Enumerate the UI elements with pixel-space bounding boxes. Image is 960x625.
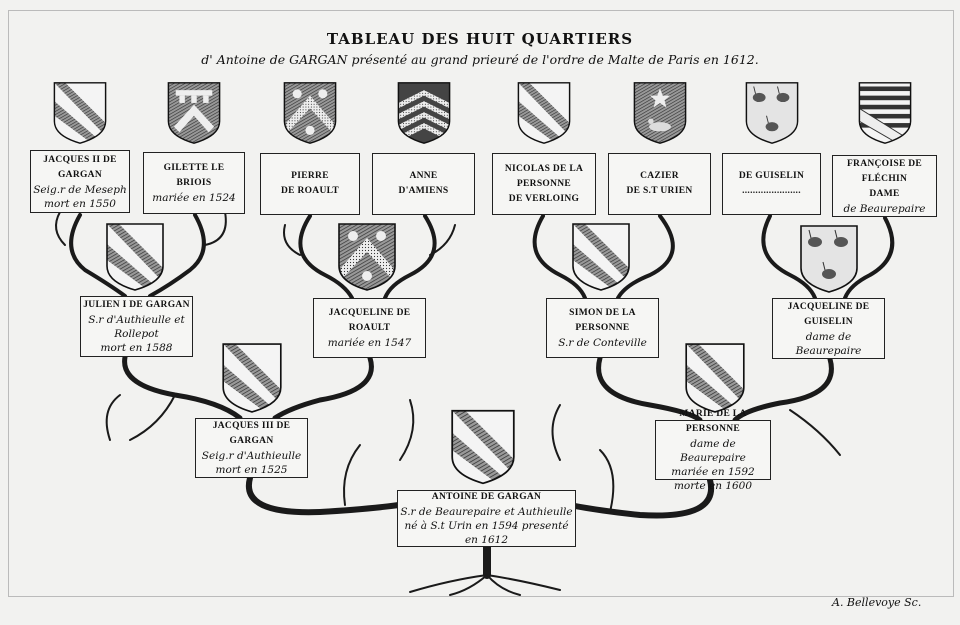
person-detail: mort en 1588 — [100, 342, 173, 354]
person-detail: mariée en 1547 — [327, 337, 412, 349]
tree-branch — [789, 409, 841, 456]
tree-branch — [283, 224, 301, 256]
plate-subtitle: d' Antoine de GARGAN présenté au grand p… — [201, 52, 759, 67]
person-detail: morte en 1600 — [673, 480, 753, 492]
person-detail: Seig.r de Meseph — [33, 183, 127, 196]
tree-branch — [272, 355, 374, 421]
plate-border — [8, 10, 954, 597]
tree-branch — [843, 216, 895, 300]
person-name: JACQUELINE DE ROAULT — [328, 308, 411, 333]
person-name: PIERRE — [291, 171, 329, 181]
person-detail: dame de Beaurepaire — [795, 330, 862, 357]
person-box: DE GUISELIN...................... — [722, 153, 821, 215]
person-box: JULIEN I DE GARGAN S.r d'Authieulle et Ro… — [80, 296, 193, 357]
person-name: JACQUES II DE GARGAN — [43, 154, 117, 180]
tree-branch — [383, 214, 437, 300]
person-detail: mort en 1525 — [215, 464, 288, 476]
coat-of-arms-icon — [570, 222, 632, 292]
coat-of-arms-icon — [798, 224, 860, 294]
person-detail: mariée en 1592 — [671, 466, 755, 478]
coat-of-arms-icon — [684, 342, 746, 414]
tree-branch — [616, 214, 675, 300]
tree-branch — [732, 356, 834, 423]
person-detail: né à S.t Urin en 1594 presenté en 1612 — [404, 520, 569, 546]
tree-branch — [596, 355, 703, 423]
person-detail: mort en 1550 — [44, 197, 116, 210]
coat-of-arms-icon — [221, 342, 283, 414]
tree-branch — [69, 213, 127, 298]
person-detail: ...................... — [742, 186, 801, 196]
person-name: JULIEN I DE GARGAN — [83, 300, 190, 310]
person-name: SIMON DE LA PERSONNE — [569, 308, 636, 333]
tree-branch — [551, 404, 561, 461]
person-detail: de Beaurepaire — [843, 202, 926, 215]
person-name: FRANÇOISE DE FLÉCHIN — [846, 158, 923, 184]
coat-of-arms-icon — [393, 81, 455, 145]
person-detail: DE ROAULT — [280, 186, 340, 196]
coat-of-arms-icon — [336, 222, 398, 292]
person-detail: Seig.r d'Authieulle — [201, 450, 302, 462]
person-box: FRANÇOISE DE FLÉCHIN DAME de Beaurepaire — [832, 155, 937, 217]
person-box: SIMON DE LA PERSONNE S.r de Conteville — [546, 298, 659, 358]
person-detail: mariée en 1524 — [152, 192, 236, 204]
person-detail: D'AMIENS — [398, 186, 449, 196]
person-detail: S.r de Beaurepaire et Authieulle — [400, 506, 573, 518]
tree-branch — [449, 574, 488, 596]
tree-branch — [55, 211, 66, 246]
person-name: NICOLAS DE LA PERSONNE — [504, 163, 584, 189]
coat-of-arms-icon — [513, 81, 575, 145]
person-box: ANNE D'AMIENS — [372, 153, 475, 215]
person-name: CAZIER — [640, 171, 679, 181]
person-name: MARIE DE LA PERSONNE — [679, 409, 747, 434]
person-name: ANTOINE DE GARGAN — [431, 492, 542, 502]
person-name: GILETTE LE BRIOIS — [163, 163, 225, 188]
tree-branch — [399, 399, 415, 461]
person-detail: DE VERLOING — [508, 193, 580, 204]
person-detail: DAME — [869, 188, 900, 199]
person-box: JACQUELINE DE ROAULT mariée en 1547 — [313, 298, 426, 358]
coat-of-arms-icon — [163, 81, 225, 145]
tree-branch — [105, 394, 121, 441]
person-name: DE GUISELIN — [738, 171, 805, 181]
tree-branch — [129, 394, 176, 441]
tree-branch — [204, 211, 227, 246]
tree-branch — [761, 214, 817, 300]
coat-of-arms-icon — [49, 81, 111, 145]
person-box: GILETTE LE BRIOIS mariée en 1524 — [143, 152, 245, 214]
coat-of-arms-icon — [450, 407, 516, 487]
plate-title: TABLEAU DES HUIT QUARTIERS — [326, 30, 634, 48]
person-detail: S.r de Conteville — [558, 337, 647, 349]
person-box: JACQUELINE DE GUISELIN dame de Beaurepair… — [772, 298, 885, 359]
engraver-signature: A. Bellevoye Sc. — [832, 596, 922, 609]
tree-branch — [298, 214, 354, 300]
tree-branch — [148, 213, 206, 298]
tree-branch — [486, 574, 561, 591]
person-box: PIERRE DE ROAULT — [260, 153, 360, 215]
tree-branch — [409, 574, 488, 593]
person-box: NICOLAS DE LA PERSONNE DE VERLOING — [492, 153, 596, 215]
tree-branch — [532, 214, 587, 300]
coat-of-arms-icon — [279, 81, 341, 145]
coat-of-arms-icon — [741, 81, 803, 145]
tree-branch — [486, 574, 521, 596]
coat-of-arms-icon — [629, 81, 691, 145]
tree-branch — [429, 224, 456, 256]
tree-branch — [599, 449, 615, 513]
person-box: JACQUES III DE GARGAN Seig.r d'Authieulle… — [195, 418, 308, 478]
person-box: ANTOINE DE GARGAN S.r de Beaurepaire et A… — [397, 490, 576, 547]
person-detail: DE S.T URIEN — [626, 186, 693, 196]
person-detail: S.r d'Authieulle et Rollepot — [88, 314, 185, 340]
person-name: JACQUES III DE GARGAN — [212, 421, 291, 446]
coat-of-arms-icon — [854, 81, 916, 145]
person-name: ANNE — [409, 171, 438, 181]
coat-of-arms-icon — [104, 222, 166, 292]
person-name: JACQUELINE DE GUISELIN — [787, 301, 870, 327]
person-box: MARIE DE LA PERSONNE dame de Beaurepaire m… — [655, 409, 771, 492]
person-box: CAZIER DE S.T URIEN — [608, 153, 711, 215]
person-detail: dame de Beaurepaire — [680, 438, 746, 464]
tree-branch — [343, 444, 361, 506]
